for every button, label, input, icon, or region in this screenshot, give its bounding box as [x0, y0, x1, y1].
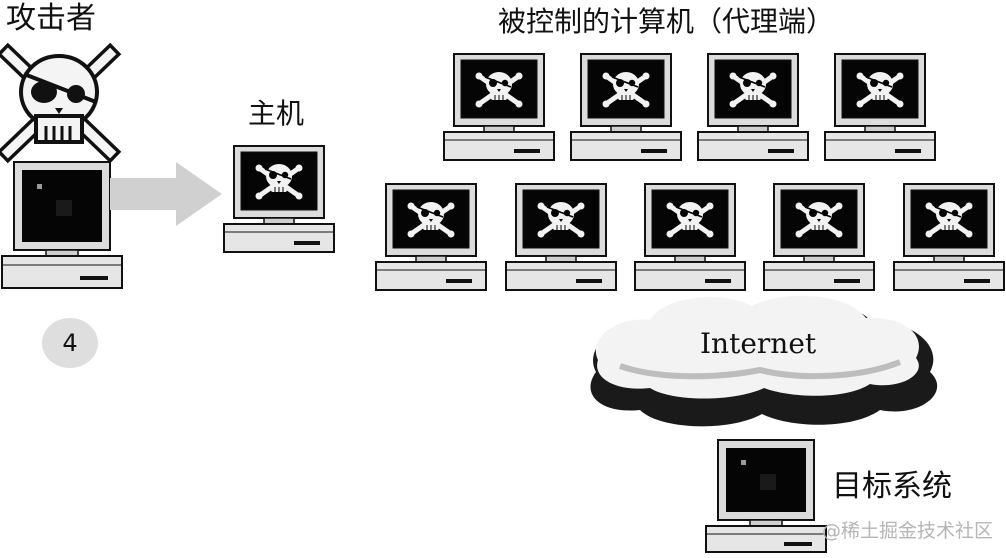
controlled-computers-label: 被控制的计算机（代理端） [498, 5, 835, 38]
agent-computer [764, 184, 874, 290]
attacker-label: 攻击者 [6, 1, 96, 36]
agent-computer [698, 54, 808, 160]
agent-computer [635, 184, 745, 290]
watermark: @稀土掘金技术社区 [822, 520, 994, 542]
attacker-computer [1, 161, 123, 289]
target-system-label: 目标系统 [832, 469, 952, 504]
target-computer [705, 439, 827, 553]
agent-computer [825, 54, 935, 160]
command-arrow [110, 162, 222, 226]
host-label: 主机 [248, 97, 305, 130]
internet-label: Internet [700, 327, 817, 360]
internet-cloud-icon [590, 295, 938, 427]
agent-computer [444, 54, 554, 160]
agent-computer [506, 184, 616, 290]
step-number-badge: 4 [42, 318, 98, 368]
agent-computer [571, 54, 681, 160]
agent-computer [894, 184, 1004, 290]
skull-crossbones-icon [0, 42, 122, 164]
agent-computer [376, 184, 486, 290]
host-computer [224, 146, 334, 252]
